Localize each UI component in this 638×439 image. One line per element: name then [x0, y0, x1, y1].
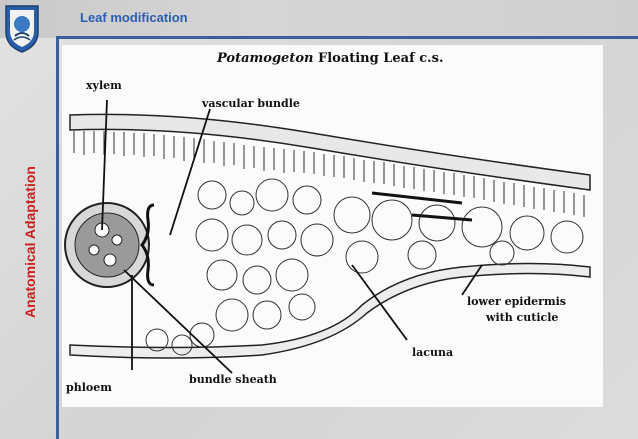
- label-with-cuticle: with cuticle: [486, 311, 559, 324]
- vascular-bundle: [64, 202, 150, 288]
- palisade-layer: [73, 131, 585, 217]
- university-seal-icon: [2, 2, 42, 54]
- label-phloem: phloem: [66, 381, 112, 394]
- leaf-section-drawing: [64, 99, 591, 374]
- figure-title-rest: Floating Leaf c.s.: [313, 51, 444, 66]
- label-lacuna: lacuna: [412, 346, 454, 359]
- leaf-cross-section-figure: Potamogeton Floating Leaf c.s. xylem vas…: [62, 45, 603, 407]
- pointer-lines: [101, 99, 483, 374]
- mesophyll-cells: [145, 178, 584, 356]
- figure-title: Potamogeton Floating Leaf c.s.: [217, 51, 444, 66]
- figure-title-genus: Potamogeton: [217, 51, 314, 66]
- header-band: [0, 0, 638, 38]
- label-xylem: xylem: [86, 79, 122, 92]
- label-bundle-sheath: bundle sheath: [189, 373, 277, 386]
- bundle-brace: [140, 203, 155, 287]
- side-rule: [56, 36, 59, 439]
- upper-epidermis: [69, 113, 591, 191]
- side-label: Anatomical Adaptation: [22, 166, 38, 318]
- lower-epidermis: [69, 262, 591, 359]
- label-vascular-bundle: vascular bundle: [202, 97, 300, 110]
- slide-title: Leaf modification: [80, 10, 188, 25]
- header-rule: [56, 36, 638, 39]
- lacuna-bands: [371, 191, 473, 222]
- label-lower-epidermis: lower epidermis: [467, 295, 566, 308]
